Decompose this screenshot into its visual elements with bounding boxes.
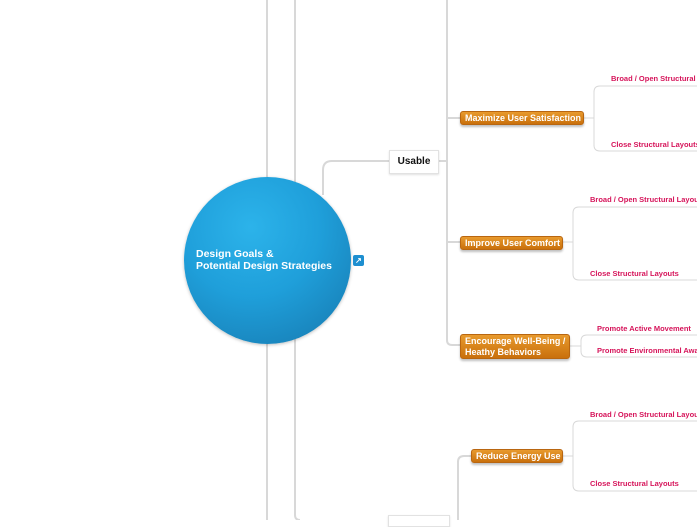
strategy-energy-close[interactable]: Close Structural Layouts (590, 479, 679, 488)
central-topic-line-2: Potential Design Strategies (196, 260, 332, 272)
branch-usable[interactable]: Usable (389, 150, 439, 174)
central-topic-label: Design Goals & Potential Design Strategi… (196, 248, 346, 272)
goal-maximize-user-satisfaction[interactable]: Maximize User Satisfaction (460, 111, 584, 125)
branch-next[interactable] (388, 515, 450, 527)
goal-improve-user-comfort[interactable]: Improve User Comfort (460, 236, 563, 250)
goal-encourage-well-being[interactable]: Encourage Well-Being / Heathy Behaviors (460, 334, 570, 359)
strategy-energy-broad-open[interactable]: Broad / Open Structural Layouts (590, 410, 697, 419)
goal-wellbeing-line-2: Heathy Behaviors (465, 347, 542, 357)
strategy-maximize-broad-open[interactable]: Broad / Open Structural Layouts (611, 74, 697, 83)
branch-usable-label: Usable (397, 156, 431, 167)
strategy-comfort-broad-open[interactable]: Broad / Open Structural Layouts (590, 195, 697, 204)
goal-maximize-label: Maximize User Satisfaction (465, 113, 582, 123)
strategy-maximize-close[interactable]: Close Structural Layouts (611, 140, 697, 149)
goal-reduce-energy-use[interactable]: Reduce Energy Use (471, 449, 563, 463)
goal-comfort-label: Improve User Comfort (465, 238, 561, 248)
strategy-comfort-close[interactable]: Close Structural Layouts (590, 269, 679, 278)
strategy-wellbeing-active-movement[interactable]: Promote Active Movement (597, 324, 691, 333)
goal-energy-label: Reduce Energy Use (476, 451, 561, 461)
export-icon[interactable]: ↗ (353, 255, 364, 266)
goal-wellbeing-line-1: Encourage Well-Being / (465, 336, 566, 346)
strategy-wellbeing-environmental-awareness[interactable]: Promote Environmental Awareness (597, 346, 697, 355)
central-topic-circle[interactable] (184, 177, 351, 344)
central-topic-line-1: Design Goals & (196, 248, 274, 260)
